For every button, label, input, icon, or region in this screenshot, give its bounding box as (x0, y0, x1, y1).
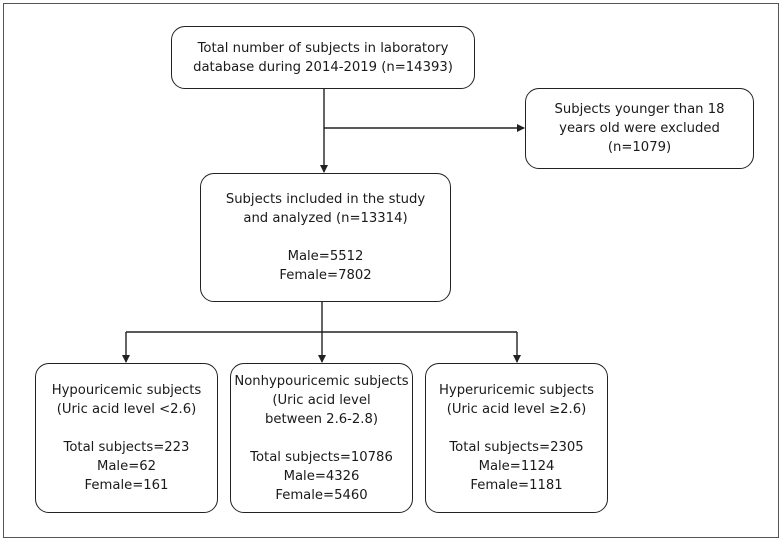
excluded-line-3: (n=1079) (607, 140, 672, 155)
included-line-1: Subjects included in the study (225, 192, 426, 207)
hyper-line-2: (Uric acid level ≥2.6) (446, 402, 587, 417)
included-male: Male=5512 (287, 249, 364, 264)
hypo-female: Female=161 (84, 478, 169, 493)
excluded-subjects-box: Subjects younger than 18 years old were … (525, 88, 754, 169)
hypo-male: Male=62 (96, 459, 157, 474)
hypo-total: Total subjects=223 (63, 440, 190, 455)
hypouricemic-box: Hypouricemic subjects (Uric acid level <… (35, 363, 218, 513)
nonhypo-line-3: between 2.6-2.8) (264, 411, 379, 427)
hyper-male: Male=1124 (478, 459, 555, 474)
hypo-line-2: (Uric acid level <2.6) (56, 402, 197, 417)
nonhypouricemic-box: Nonhypouricemic subjects (Uric acid leve… (230, 363, 413, 513)
hyperuricemic-box: Hyperuricemic subjects (Uric acid level … (425, 363, 608, 513)
included-subjects-box: Subjects included in the study and analy… (200, 173, 451, 302)
nonhypo-female: Female=5460 (275, 487, 368, 503)
total-subjects-box: Total number of subjects in laboratory d… (171, 26, 475, 89)
included-line-2: and analyzed (n=13314) (243, 211, 408, 226)
nonhypo-total: Total subjects=10786 (250, 449, 393, 465)
nonhypo-line-1: Nonhypouricemic subjects (234, 373, 409, 389)
total-line-1: Total number of subjects in laboratory (197, 40, 449, 56)
total-line-2: database during 2014-2019 (n=14393) (193, 59, 453, 75)
excluded-line-1: Subjects younger than 18 (554, 102, 725, 117)
hyper-line-1: Hyperuricemic subjects (438, 383, 595, 398)
hyper-female: Female=1181 (470, 478, 563, 493)
hyper-total: Total subjects=2305 (449, 440, 584, 455)
included-female: Female=7802 (279, 268, 372, 283)
nonhypo-line-2: (Uric acid level (272, 392, 371, 408)
hypo-line-1: Hypouricemic subjects (51, 383, 202, 398)
excluded-line-2: years old were excluded (559, 121, 720, 136)
nonhypo-male: Male=4326 (283, 468, 360, 484)
